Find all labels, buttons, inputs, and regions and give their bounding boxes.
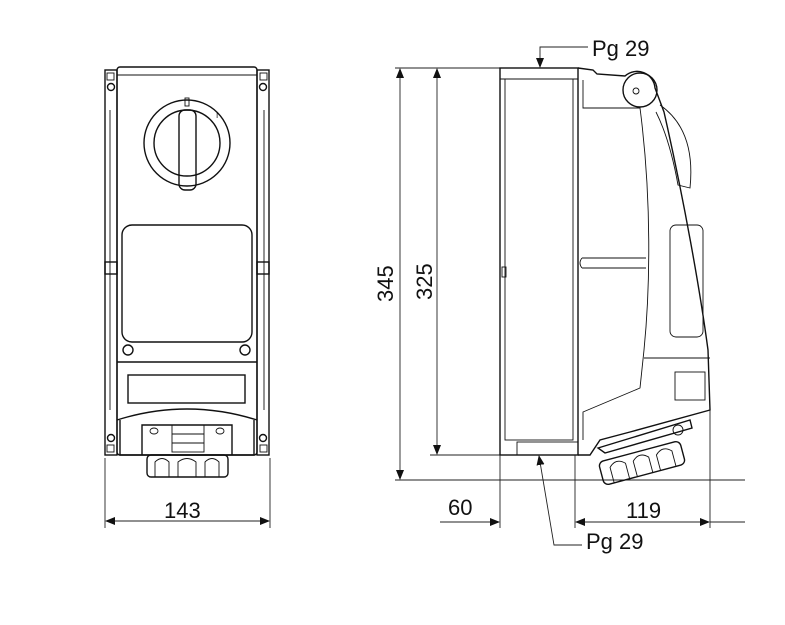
- enclosure-lid-profile: [577, 67, 711, 456]
- socket-side: [596, 419, 693, 486]
- screw: [239, 344, 251, 356]
- dimension-total-height-label: 345: [373, 265, 398, 302]
- dimension-body-height-label: 325: [412, 263, 437, 300]
- front-view: I 143: [104, 66, 271, 528]
- socket-front: [141, 424, 233, 478]
- gland-bottom-label: Pg 29: [586, 529, 644, 554]
- dimension-depth-back-label: 60: [448, 495, 472, 520]
- switch-on-mark: I: [216, 111, 218, 120]
- socket-ring: [146, 454, 229, 478]
- label-plate: [127, 374, 246, 404]
- hinge: [622, 72, 658, 108]
- socket-ring: [598, 440, 686, 486]
- enclosure-base: [499, 67, 579, 456]
- dimension-width-label: 143: [164, 498, 201, 523]
- window-cover: [121, 224, 253, 343]
- gland-top-label: Pg 29: [592, 36, 650, 61]
- front-housing: [116, 66, 258, 456]
- screw: [122, 344, 134, 356]
- dimension-depth-front-label: 119: [626, 498, 661, 523]
- mounting-screws: [106, 72, 268, 453]
- rotary-switch: I: [143, 97, 231, 191]
- side-view: 345 325 Pg 29 Pg 29: [373, 36, 745, 554]
- switch-handle: [178, 109, 197, 191]
- side-window: [669, 224, 704, 338]
